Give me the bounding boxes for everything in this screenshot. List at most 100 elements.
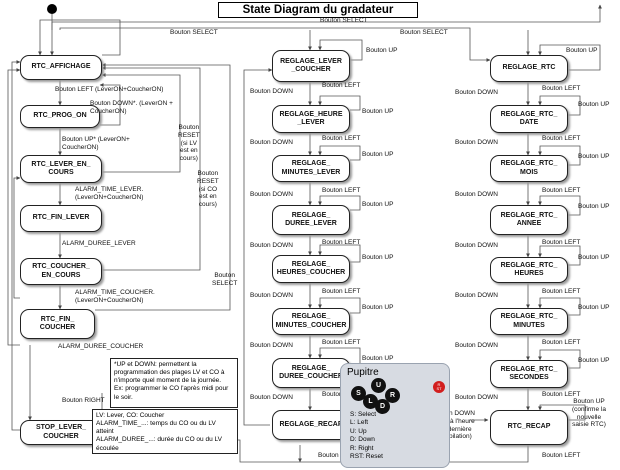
label-center-down-2: Bouton DOWN [250, 139, 293, 146]
state-reglage-heures-coucher: REGLAGE_ HEURES_COUCHER [272, 255, 350, 283]
state-reglage-heure-lever: REGLAGE_HEURE _LEVER [272, 105, 350, 133]
legend-line: RST: Reset [350, 453, 383, 461]
label-center-up-7: Bouton UP [362, 355, 394, 362]
label-alarm-time-lever: ALARM_TIME_LEVER. (LeverON+CoucherON) [75, 186, 144, 201]
label-right-up-1: Bouton UP [566, 47, 598, 54]
label-right-up-4: Bouton UP [578, 203, 610, 210]
legend-line: L: Left [350, 419, 369, 427]
key-l: L [363, 394, 378, 409]
legend-line: U: Up [350, 427, 367, 435]
state-stop-lever-coucher: STOP_LEVER_ COUCHER [20, 420, 102, 445]
label-center-left-2: Bouton LEFT [322, 135, 361, 142]
note-line: ALARM_DUREE_...: durée du CO ou du LV éc… [96, 436, 222, 452]
label-right-left-5: Bouton LEFT [542, 288, 581, 295]
label-bouton-select-right: Bouton SELECT [400, 29, 448, 36]
state-rtc-fin-coucher: RTC_FIN_ COUCHER [20, 309, 95, 339]
label-center-up-5: Bouton UP [362, 254, 394, 261]
label-alarm-time-coucher: ALARM_TIME_COUCHER. (LeverON+CoucherON) [75, 289, 155, 304]
label-center-up-2: Bouton UP [362, 108, 394, 115]
state-rtc-affichage: RTC_AFFICHAGE [20, 55, 102, 80]
state-reglage-rtc-date: REGLAGE_RTC_ DATE [490, 105, 568, 133]
label-bouton-up-star: Bouton UP* (LeverON+ CoucherON) [62, 136, 130, 151]
label-right-left-3: Bouton LEFT [542, 187, 581, 194]
diagram-title: State Diagram du gradateur [218, 2, 418, 18]
state-reglage-lever-coucher: REGLAGE_LEVER _COUCHER [272, 50, 350, 82]
note-up-down: *UP et DOWN: permettent la programmation… [110, 358, 238, 408]
label-center-down-1: Bouton DOWN [250, 88, 293, 95]
state-reglage-recap: REGLAGE_RECAP [272, 410, 350, 440]
label-right-left-2: Bouton LEFT [542, 135, 581, 142]
state-rtc-recap: RTC_RECAP [490, 410, 568, 445]
note-line: *UP et DOWN: permettent la programmation… [114, 361, 225, 385]
label-right-left-7: Bouton LEFT [542, 391, 581, 398]
label-center-left-4: Bouton LEFT [322, 239, 361, 246]
state-reglage-rtc-heures: REGLAGE_RTC_ HEURES [490, 257, 568, 283]
label-center-up-6: Bouton UP [362, 304, 394, 311]
label-center-down-4: Bouton DOWN [250, 242, 293, 249]
note-line: ALARM_TIME_...: temps du CO ou du LV att… [96, 420, 216, 436]
state-rtc-coucher-en-cours: RTC_COUCHER_ EN_COURS [20, 258, 102, 285]
state-reglage-rtc-annee: REGLAGE_RTC_ ANNEE [490, 205, 568, 235]
key-s: S [351, 386, 366, 401]
state-reglage-duree-coucher: REGLAGE_ DUREE_COUCHER [272, 358, 350, 388]
state-reglage-rtc-mois: REGLAGE_RTC_ MOIS [490, 155, 568, 182]
pupitre-panel: Pupitre U S L R D R ST S: Select L: Left… [340, 363, 450, 468]
label-center-down-5: Bouton DOWN [250, 292, 293, 299]
label-bouton-down-star: Bouton DOWN*. (LeverON + CoucherON) [90, 100, 173, 115]
label-center-left-3: Bouton LEFT [322, 187, 361, 194]
label-right-up-3: Bouton UP [578, 153, 610, 160]
label-right-down-5: Bouton DOWN [455, 292, 498, 299]
label-right-up-7: Bouton UP [578, 357, 610, 364]
label-bouton-reset-co: Bouton RESET (si CO est en cours) [197, 170, 219, 209]
state-reglage-rtc: REGLAGE_RTC [490, 55, 568, 82]
label-right-up-2: Bouton UP [578, 101, 610, 108]
state-rtc-lever-en-cours: RTC_LEVER_EN_ COURS [20, 155, 102, 183]
label-right-down-3: Bouton DOWN [455, 191, 498, 198]
legend-line: R: Right [350, 444, 374, 452]
label-bouton-select-vertical: Bouton SELECT [212, 272, 238, 287]
legend-line: S: Select [350, 411, 377, 418]
label-bouton-select-top: Bouton SELECT [320, 17, 368, 24]
label-bouton-up-confirme: Bouton UP (confirme la nouvelle saisie R… [572, 398, 606, 429]
label-center-down-3: Bouton DOWN [250, 191, 293, 198]
state-reglage-minutes-coucher: REGLAGE_ MINUTES_COUCHER [272, 308, 350, 335]
label-right-down-7: Bouton DOWN [455, 394, 498, 401]
label-bouton-select-left: Bouton SELECT [170, 29, 218, 36]
note-legend-lv-co: LV: Lever, CO: Coucher ALARM_TIME_...: t… [92, 409, 238, 454]
key-d: D [375, 399, 390, 414]
key-r: R [385, 388, 400, 403]
label-bouton-right: Bouton RIGHT [62, 397, 105, 404]
state-reglage-minutes-lever: REGLAGE_ MINUTES_LEVER [272, 155, 350, 182]
label-right-down-6: Bouton DOWN [455, 342, 498, 349]
label-alarm-duree-coucher: ALARM_DUREE_COUCHER [58, 343, 144, 350]
label-right-down-2: Bouton DOWN [455, 139, 498, 146]
legend-line: D: Down [350, 436, 375, 444]
label-center-up-1: Bouton UP [366, 47, 398, 54]
note-line: LV: Lever, CO: Coucher [96, 412, 165, 419]
label-right-down-4: Bouton DOWN [455, 242, 498, 249]
label-right-up-5: Bouton UP [578, 254, 610, 261]
state-rtc-fin-lever: RTC_FIN_LEVER [20, 205, 102, 232]
state-reglage-rtc-secondes: REGLAGE_RTC_ SECONDES [490, 360, 568, 388]
state-rtc-prog-on: RTC_PROG_ON [20, 105, 100, 128]
key-rst: R ST [433, 381, 445, 393]
state-reglage-duree-lever: REGLAGE_ DUREE_LEVER [272, 205, 350, 235]
pupitre-title: Pupitre [347, 367, 379, 378]
label-center-left-6: Bouton LEFT [322, 339, 361, 346]
label-center-up-3: Bouton UP [362, 151, 394, 158]
label-right-up-6: Bouton UP [578, 304, 610, 311]
label-alarm-duree-lever: ALARM_DUREE_LEVER [62, 240, 136, 247]
note-line: Ex: programmer le CO l'après midi pour l… [114, 385, 229, 401]
label-right-down-1: Bouton DOWN [455, 89, 498, 96]
label-center-up-4: Bouton UP [362, 201, 394, 208]
label-right-left-4: Bouton LEFT [542, 239, 581, 246]
label-center-down-6: Bouton DOWN [250, 342, 293, 349]
label-right-left-1: Bouton LEFT [542, 85, 581, 92]
label-center-left-1: Bouton LEFT [322, 82, 361, 89]
label-right-left-bottom: Bouton LEFT [542, 452, 581, 459]
label-right-left-6: Bouton LEFT [542, 339, 581, 346]
label-center-left-5: Bouton LEFT [322, 288, 361, 295]
key-u: U [371, 378, 386, 393]
label-bouton-left-on: Bouton LEFT (LeverON+CoucherON) [55, 86, 164, 93]
